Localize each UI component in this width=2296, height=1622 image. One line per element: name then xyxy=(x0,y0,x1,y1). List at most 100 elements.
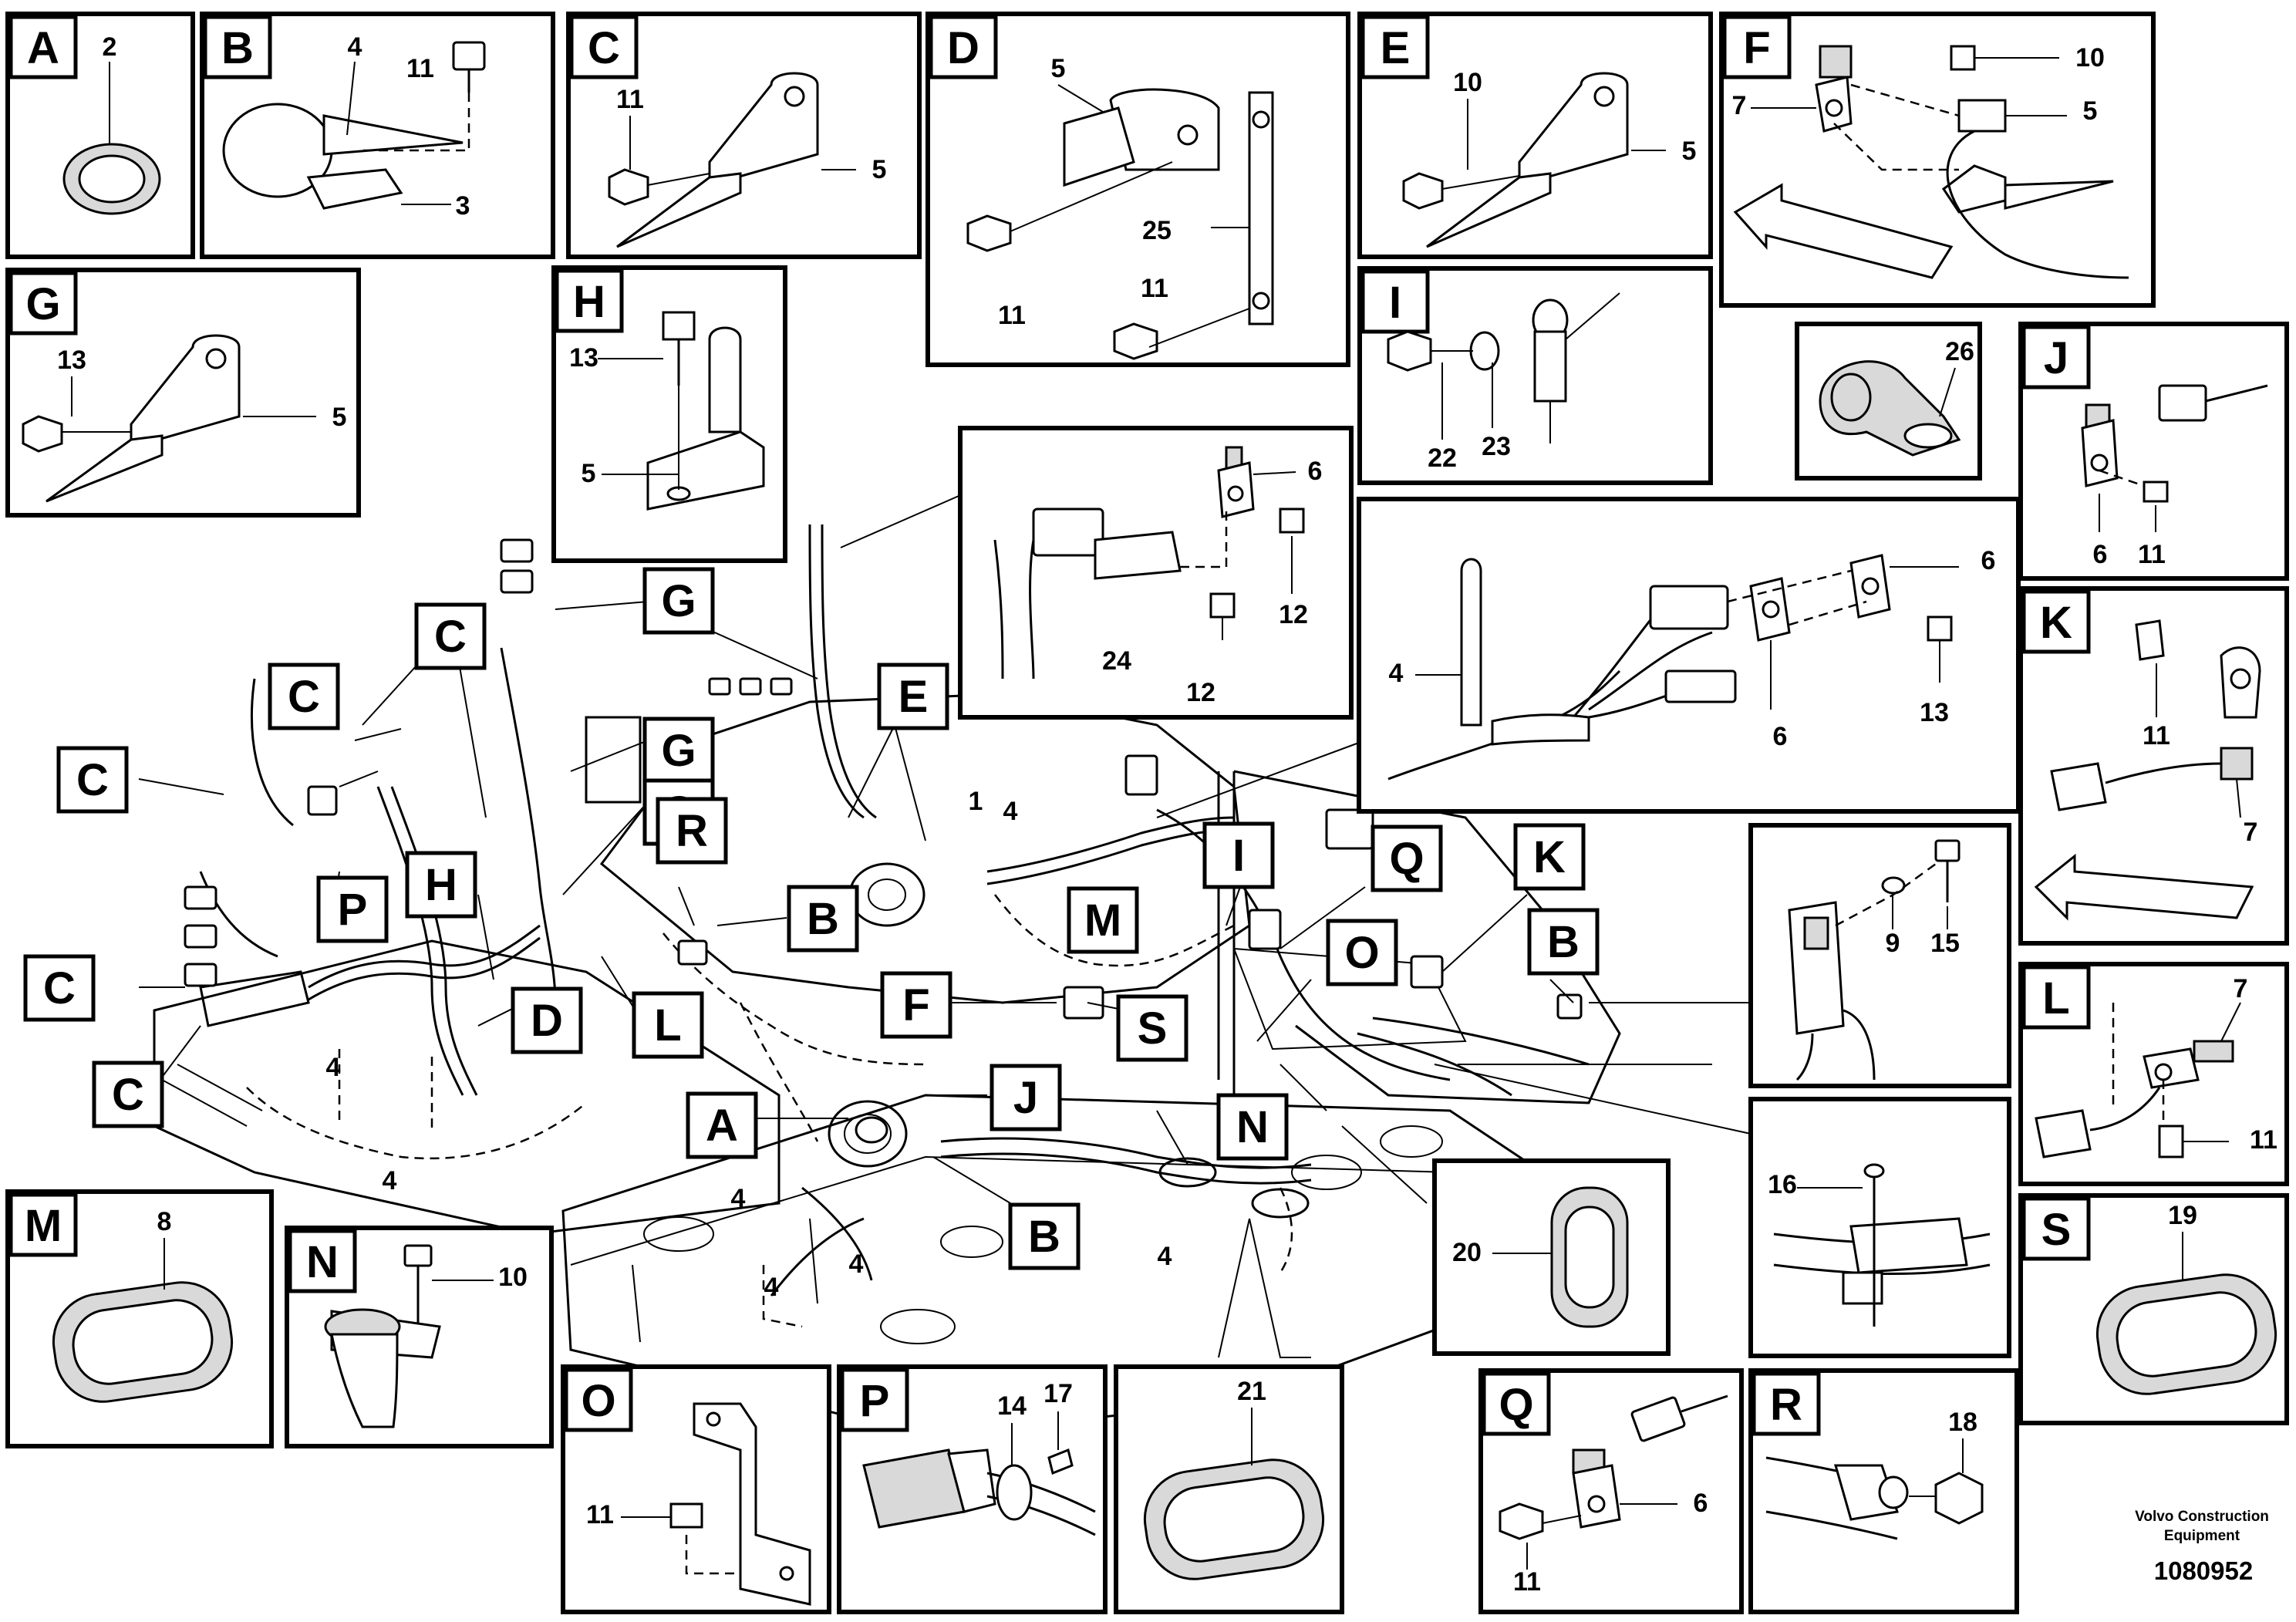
callout-tag-n: N xyxy=(1216,1093,1289,1161)
svg-text:D: D xyxy=(531,996,563,1046)
callout-tag-i: I xyxy=(1202,821,1275,889)
callout-tag-d: D xyxy=(511,986,583,1054)
callout-tag-e: E xyxy=(877,663,949,730)
part-number: 15 xyxy=(1930,929,1960,958)
part-number: 13 xyxy=(57,346,86,375)
svg-text:O: O xyxy=(1344,928,1379,978)
detail-panel-bracket-9-15: 9 15 xyxy=(1748,823,2011,1088)
main-part-number-4: 4 xyxy=(731,1184,746,1213)
callout-tag-s: S xyxy=(1116,994,1188,1062)
part-number: 20 xyxy=(1452,1238,1482,1267)
panel-letter: K xyxy=(2040,598,2072,648)
panel-letter: S xyxy=(2041,1205,2072,1255)
callout-tag-f: F xyxy=(880,971,952,1039)
detail-panel-m: M 8 xyxy=(5,1189,274,1448)
panel-letter: M xyxy=(25,1201,62,1251)
main-part-number-4: 4 xyxy=(849,1249,864,1279)
main-part-number-4: 4 xyxy=(326,1053,341,1082)
detail-panel-d: D 5 25 11 11 xyxy=(925,12,1350,367)
drawing-number: 1080952 xyxy=(2154,1556,2253,1585)
part-number: 4 xyxy=(348,32,362,62)
panel-letter: P xyxy=(860,1376,890,1426)
svg-text:B: B xyxy=(1028,1212,1060,1262)
callout-tag-c: C xyxy=(414,602,487,670)
detail-panel-s: S 19 xyxy=(2018,1193,2289,1425)
part-number: 6 xyxy=(1694,1489,1708,1518)
svg-text:L: L xyxy=(654,1000,681,1050)
callout-tag-p: P xyxy=(316,875,389,943)
svg-text:R: R xyxy=(676,806,708,856)
callout-tag-j: J xyxy=(990,1064,1062,1131)
part-number: 11 xyxy=(2138,540,2166,569)
callout-tag-b: B xyxy=(1008,1202,1081,1270)
detail-panel-p: P 14 17 xyxy=(837,1364,1108,1614)
svg-text:C: C xyxy=(76,755,109,805)
detail-panel-h: H 13 5 xyxy=(551,265,787,563)
detail-panel-part-20: 20 xyxy=(1432,1158,1671,1356)
panel-letter: J xyxy=(2044,333,2068,383)
detail-panel-part-26: 26 xyxy=(1795,322,1982,481)
callout-tag-l: L xyxy=(632,991,704,1059)
detail-panel-o: O 11 xyxy=(561,1364,831,1614)
part-number: 17 xyxy=(1043,1379,1073,1408)
detail-panel-a: A 2 xyxy=(5,12,195,259)
part-number: 11 xyxy=(1141,274,1168,303)
part-number: 26 xyxy=(1945,337,1974,366)
callout-tag-g: G xyxy=(642,717,715,784)
svg-text:G: G xyxy=(661,726,696,776)
callout-tag-k: K xyxy=(1513,823,1586,891)
callout-tag-c: C xyxy=(56,746,129,814)
main-part-number-4: 4 xyxy=(764,1273,779,1302)
panel-letter: N xyxy=(306,1237,339,1287)
part-number: 6 xyxy=(2093,540,2108,569)
callout-tag-b: B xyxy=(1527,908,1600,976)
main-callout-tags: C C C C C P H D G G G R B L E A J B M F … xyxy=(23,567,1600,1270)
part-number: 13 xyxy=(569,343,598,373)
svg-text:I: I xyxy=(1232,831,1245,881)
part-number: 22 xyxy=(1428,443,1457,473)
callout-tag-g: G xyxy=(642,567,715,635)
callout-tag-c: C xyxy=(268,663,340,730)
panel-letter: F xyxy=(1743,23,1770,73)
part-number: 13 xyxy=(1920,698,1949,727)
callout-tag-c: C xyxy=(23,954,96,1022)
part-number: 18 xyxy=(1948,1408,1977,1437)
svg-text:C: C xyxy=(112,1070,144,1120)
detail-panel-l: L 7 11 xyxy=(2018,962,2289,1186)
main-assembly: 1 4 4 4 4 4 4 4 xyxy=(138,493,1752,1436)
callout-tag-b: B xyxy=(787,885,859,953)
part-number: 11 xyxy=(616,85,644,114)
part-number: 9 xyxy=(1886,929,1900,958)
callout-tag-q: Q xyxy=(1371,824,1443,892)
part-number: 5 xyxy=(2083,96,2098,126)
panel-letter: O xyxy=(581,1376,615,1426)
detail-panel-connector-bracket: 6 12 24 12 xyxy=(958,426,1354,720)
panel-letter: G xyxy=(25,279,60,329)
part-number: 11 xyxy=(2250,1125,2277,1155)
detail-panel-r: R 18 xyxy=(1748,1368,2019,1614)
detail-panel-clamp-16: 16 xyxy=(1748,1097,2011,1358)
detail-panel-q: Q 6 11 xyxy=(1478,1368,1744,1614)
part-number: 10 xyxy=(498,1263,528,1292)
panel-letter: D xyxy=(947,23,979,73)
part-number: 11 xyxy=(2143,721,2170,750)
part-number: 7 xyxy=(2244,818,2258,847)
part-number: 14 xyxy=(997,1391,1027,1421)
part-number: 2 xyxy=(103,32,117,62)
company-name-line2: Equipment xyxy=(2164,1528,2240,1544)
part-number: 7 xyxy=(2234,974,2248,1003)
detail-panel-j: J 6 11 xyxy=(2018,322,2289,581)
part-number: 12 xyxy=(1186,678,1215,707)
svg-text:P: P xyxy=(338,885,368,935)
callout-tag-m: M xyxy=(1067,886,1139,954)
part-number: 6 xyxy=(1773,722,1788,751)
detail-panel-g: G 13 5 xyxy=(5,268,361,518)
svg-text:S: S xyxy=(1138,1003,1168,1054)
svg-text:C: C xyxy=(434,612,467,662)
callout-tag-r: R xyxy=(656,797,728,865)
part-number: 5 xyxy=(872,155,887,184)
part-number: 11 xyxy=(406,54,434,83)
svg-text:G: G xyxy=(661,576,696,626)
detail-panel-b: B 4 11 3 xyxy=(200,12,555,259)
